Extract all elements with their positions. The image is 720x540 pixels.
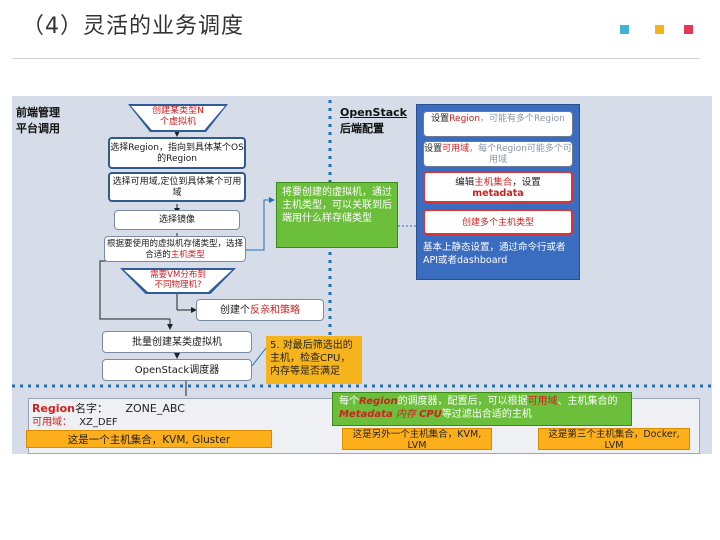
create-flavor-text: 创建多个主机类型	[461, 218, 534, 228]
set-az-red: 可用域	[442, 144, 470, 154]
panel-footer-text: 基本上静态设置，通过命令行或者API或者dashboard	[423, 242, 566, 266]
yellow-square-icon	[655, 25, 664, 34]
agg3-text: 这是第三个主机集合，Docker, LVM	[548, 429, 680, 450]
set-region-suffix: ，可能有多个Region	[480, 114, 565, 124]
select-flavor-box: 根据要使用的虚拟机存储类型，选择合适的主机类型	[104, 236, 246, 262]
scheduler-text: OpenStack调度器	[134, 365, 220, 376]
frontend-label-line2: 平台调用	[16, 122, 60, 135]
sched-note-5: 、主机集合的	[557, 396, 618, 407]
sched-note-meta: Metadata	[339, 409, 393, 420]
agg1-text: 这是一个主机集合，KVM, Gluster	[67, 434, 231, 446]
policy-red-text: 反亲和策略	[250, 305, 300, 316]
filter-note-text: 5. 对最后筛选出的主机，检查CPU，内存等是否满足	[270, 340, 353, 377]
backend-label-line2: 后端配置	[340, 122, 384, 135]
select-region-text: 选择Region，指向到具体某个OS的Region	[110, 143, 244, 164]
select-az-text: 选择可用域,定位到具体某个可用域	[112, 177, 242, 198]
edit-agg-meta: metadata	[472, 188, 524, 199]
create-vm-line2: 个虚拟机	[159, 117, 196, 127]
region-name-label: 名字：	[74, 402, 108, 415]
backend-config-panel: 设置Region，可能有多个Region 设置可用域，每个Region可能多个可…	[416, 104, 580, 280]
policy-text: 创建个	[220, 305, 250, 316]
flavor-note-text: 将要创建的虚拟机，通过主机类型，可以关联到后端用什么样存储类型	[282, 187, 392, 224]
sched-note-9: 等过滤出合适的主机	[441, 409, 532, 420]
openstack-scheduler-box: OpenStack调度器	[102, 359, 252, 381]
header-divider	[12, 58, 700, 59]
cyan-square-icon	[620, 25, 629, 34]
host-filter-note: 5. 对最后筛选出的主机，检查CPU，内存等是否满足	[266, 336, 362, 384]
backend-label-line1: OpenStack	[340, 106, 407, 119]
scheduling-diagram: 前端管理 平台调用 创建某类型N 个虚拟机 选择Region，指向到具体某个OS…	[12, 96, 712, 454]
sched-note-region: Region	[359, 396, 398, 407]
set-az-prefix: 设置	[424, 144, 443, 154]
edit-agg-prefix: 编辑	[455, 177, 475, 188]
batch-create-box: 批量创建某类虚拟机	[102, 331, 252, 353]
region-info: Region名字： ZONE_ABC	[32, 402, 185, 415]
red-square-icon	[684, 25, 693, 34]
frontend-label-line1: 前端管理	[16, 106, 60, 119]
set-az-suffix: ，每个Region可能多个可用域	[469, 144, 572, 165]
set-az-box: 设置可用域，每个Region可能多个可用域	[423, 141, 573, 167]
edit-aggregate-box: 编辑主机集合，设置 metadata	[423, 171, 573, 203]
az-info: 可用域： XZ_DEF	[32, 417, 118, 429]
host-aggregate-2: 这是另外一个主机集合，KVM, LVM	[342, 428, 492, 450]
agg2-text: 这是另外一个主机集合，KVM, LVM	[352, 429, 482, 450]
sched-note-cpu: CPU	[419, 409, 442, 420]
decision-line2: 不同物理机?	[154, 280, 202, 290]
select-image-text: 选择镜像	[158, 215, 195, 225]
host-aggregate-3: 这是第三个主机集合，Docker, LVM	[538, 428, 690, 450]
select-az-box: 选择可用域,定位到具体某个可用域	[108, 172, 246, 202]
page-title: （4）灵活的业务调度	[22, 14, 244, 39]
edit-agg-suffix: ，设置	[512, 177, 541, 188]
region-name: ZONE_ABC	[125, 402, 185, 415]
az-label: 可用域：	[32, 417, 72, 428]
flavor-storage-note: 将要创建的虚拟机，通过主机类型，可以关联到后端用什么样存储类型	[276, 182, 398, 248]
edit-agg-red: 主机集合	[474, 177, 513, 188]
anti-affinity-box: 创建个反亲和策略	[196, 299, 324, 321]
batch-create-text: 批量创建某类虚拟机	[132, 337, 222, 348]
select-flavor-red-text: 主机类型	[170, 250, 205, 260]
select-region-box: 选择Region，指向到具体某个OS的Region	[108, 137, 246, 169]
sched-note-az: 可用域	[527, 396, 558, 407]
select-flavor-text: 根据要使用的虚拟机存储类型，选择合适的	[106, 239, 243, 260]
set-region-prefix: 设置	[431, 114, 450, 124]
set-region-box: 设置Region，可能有多个Region	[423, 111, 573, 137]
sched-note-mem: 内存	[392, 409, 420, 420]
select-image-box: 选择镜像	[114, 210, 240, 230]
az-name: XZ_DEF	[79, 417, 118, 428]
region-label: Region	[32, 402, 75, 415]
create-vm-line1: 创建某类型N	[152, 106, 204, 116]
scheduler-filter-note: 每个Region的调度器，配置后，可以根据可用域、主机集合的 Metadata 内…	[332, 392, 632, 426]
sched-note-1: 每个	[339, 396, 359, 407]
create-flavor-box: 创建多个主机类型	[423, 209, 573, 235]
set-region-red: Region	[449, 114, 480, 124]
decision-line1: 需要VM分布到	[150, 270, 206, 280]
host-aggregate-1: 这是一个主机集合，KVM, Gluster	[26, 430, 272, 448]
sched-note-3: 的调度器，配置后，可以根据	[397, 396, 528, 407]
